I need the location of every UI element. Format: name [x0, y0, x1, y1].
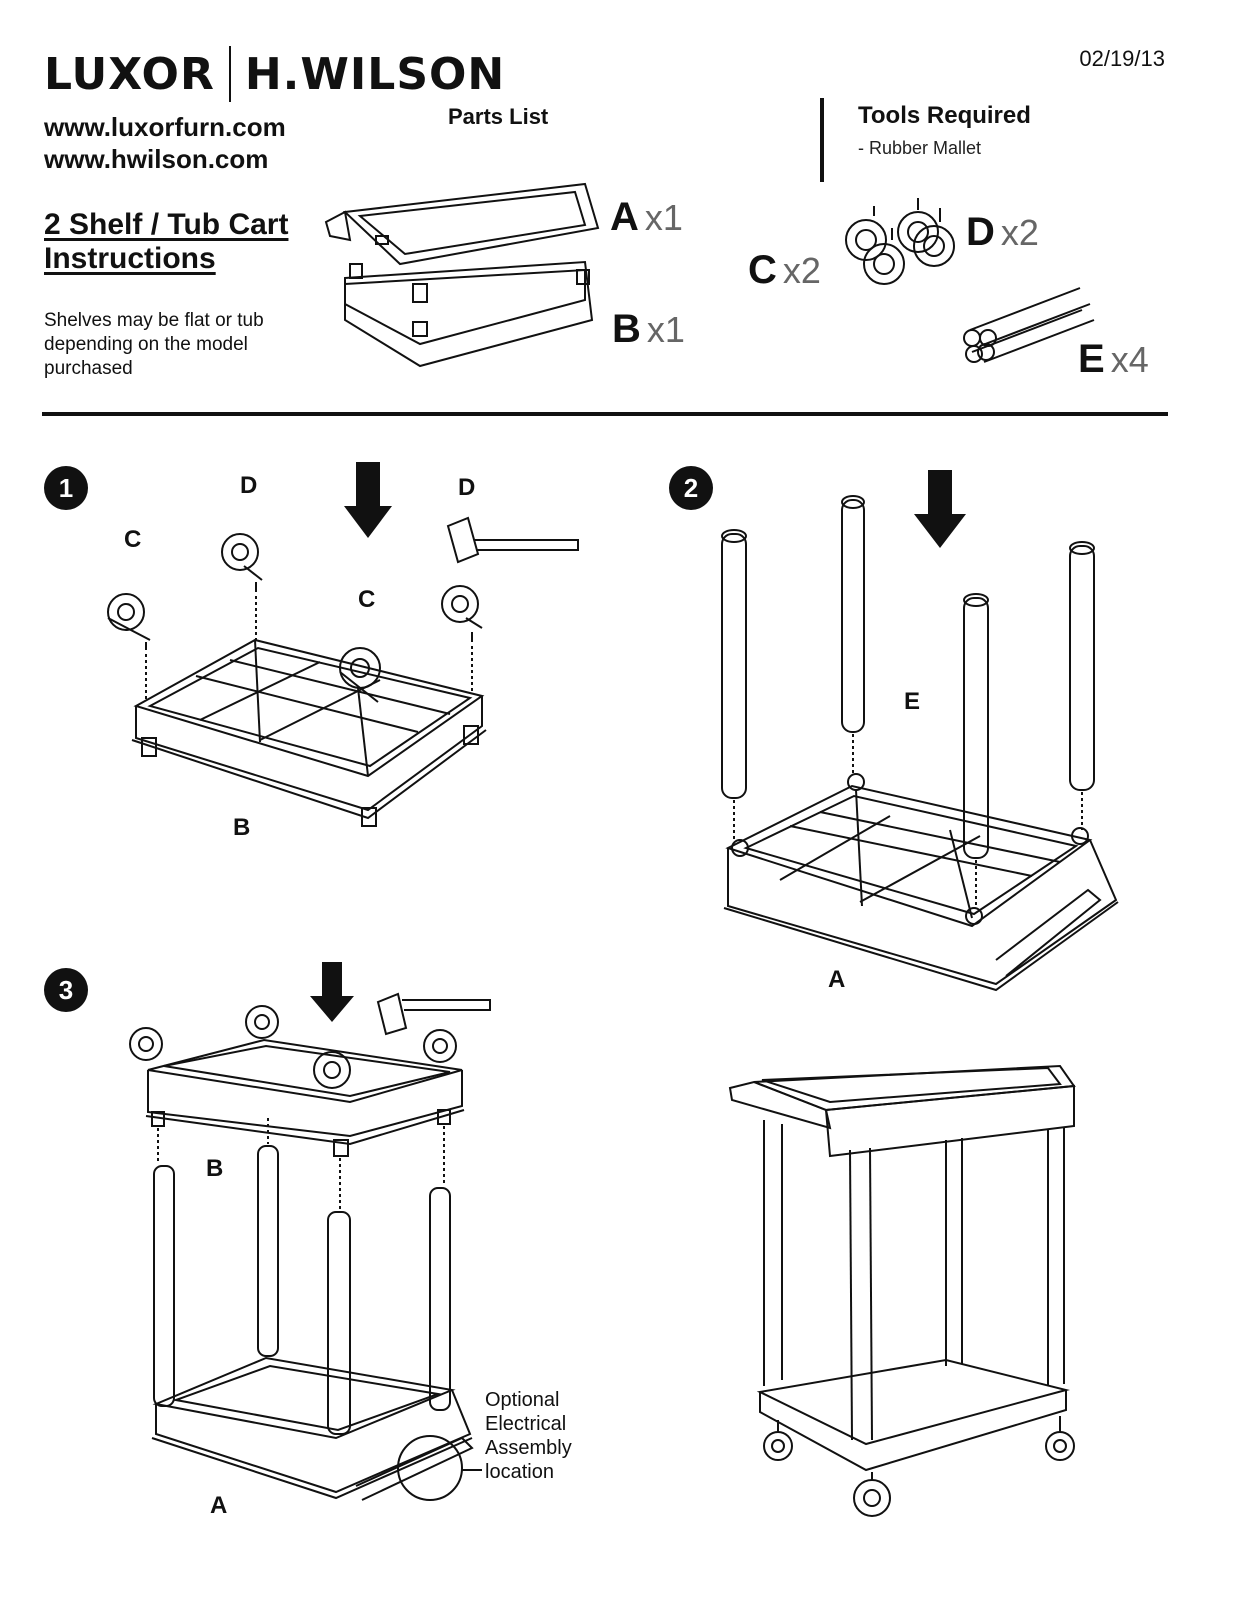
- step-3-badge: 3: [44, 968, 88, 1012]
- step3-label-a: A: [210, 1492, 228, 1519]
- logo-divider: [228, 46, 231, 102]
- url-hwilson[interactable]: www.hwilson.com: [44, 144, 269, 174]
- step1-label-c2: C: [358, 586, 376, 613]
- step1-label-d2: D: [458, 474, 476, 501]
- parts-list-title: Parts List: [448, 104, 549, 129]
- url-luxor[interactable]: www.luxorfurn.com: [44, 112, 286, 142]
- title-line-1: 2 Shelf / Tub Cart: [44, 208, 289, 241]
- brand-logo: LUXOR H.WILSON: [44, 46, 505, 102]
- step2-label-e: E: [904, 688, 921, 715]
- step-2-badge: 2: [669, 466, 713, 510]
- final-cart-illustration: [728, 1064, 1076, 1517]
- header-rule: [42, 412, 1168, 416]
- brand-luxor: LUXOR: [44, 48, 215, 100]
- document-date: 02/19/13: [1079, 46, 1165, 71]
- step2-illustration: [721, 470, 1119, 992]
- brand-hwilson: H.WILSON: [244, 48, 506, 100]
- part-a-shelf-illustration: [324, 182, 600, 266]
- step3-illustration: [129, 962, 491, 1501]
- step2-label-a: A: [828, 966, 846, 993]
- step1-illustration: [107, 462, 579, 827]
- part-cd-casters-illustration: [845, 198, 955, 285]
- tools-divider: [820, 98, 824, 182]
- step3-label-b: B: [206, 1155, 224, 1182]
- part-e-tubes-illustration: [963, 287, 1095, 363]
- step-1-badge: 1: [44, 466, 88, 510]
- electrical-caption: Optional Electrical Assembly location: [485, 1389, 572, 1483]
- step1-label-b: B: [233, 814, 251, 841]
- tools-item: - Rubber Mallet: [858, 138, 982, 158]
- shelf-note: Shelves may be flat or tub depending on …: [44, 310, 264, 379]
- tools-title: Tools Required: [858, 102, 1031, 129]
- title-line-2: Instructions: [44, 242, 216, 275]
- part-b-shelf-illustration: [344, 260, 594, 368]
- step1-label-d1: D: [240, 472, 258, 499]
- step1-label-c1: C: [124, 526, 142, 553]
